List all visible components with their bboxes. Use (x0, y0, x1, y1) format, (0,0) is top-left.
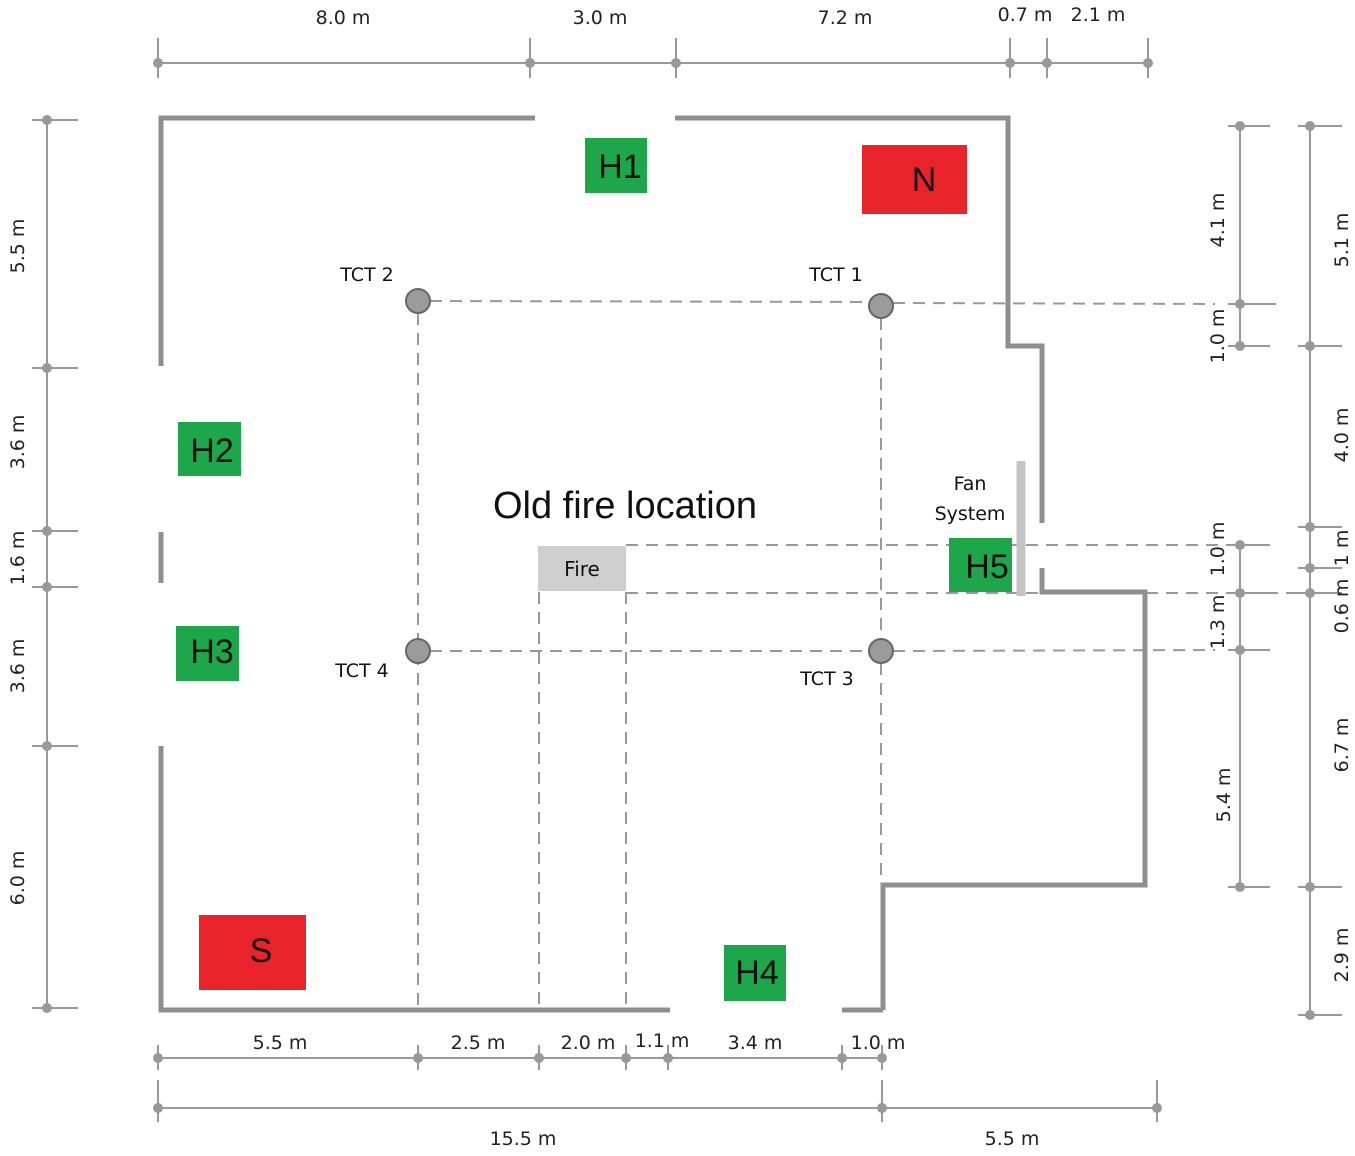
heater-h4 (724, 945, 786, 1001)
heater-h1 (585, 138, 647, 193)
fan-system-label-line1: Fan (954, 473, 987, 495)
dim-bot-1: 5.5 m (253, 1032, 308, 1054)
dim-labels-right-outer: 5.1 m 4.0 m 1 m 0.6 m 6.7 m 2.9 m (1331, 213, 1353, 983)
dim-bot-4: 1.1 m (635, 1030, 690, 1052)
sensor-tct1 (868, 293, 894, 319)
diagram-title: Old fire location (493, 485, 757, 527)
fan-n (862, 145, 967, 214)
dim-bot-3: 2.0 m (561, 1032, 616, 1054)
thermocouple-trees: TCT 1 TCT 2 TCT 3 TCT 4 (334, 264, 894, 690)
sensor-label-tct4: TCT 4 (334, 660, 389, 682)
fan-system-label-line2: System (935, 503, 1006, 525)
sensor-label-tct2: TCT 2 (339, 264, 394, 286)
fire-label: Fire (564, 557, 600, 581)
dimension-lines (32, 38, 1342, 1122)
dim-rout-5: 6.7 m (1331, 718, 1353, 773)
dim-left-5: 6.0 m (7, 851, 29, 906)
sensor-tct3 (868, 638, 894, 664)
dim-top-1: 8.0 m (316, 7, 371, 29)
sensor-tct2 (405, 288, 431, 314)
dim-bot-5: 3.4 m (728, 1032, 783, 1054)
dim-left-4: 3.6 m (7, 639, 29, 694)
fire-source: Fire (538, 546, 626, 591)
fan-s (199, 915, 306, 990)
dim-left-3: 1.6 m (7, 531, 29, 586)
dim-left-1: 5.5 m (7, 219, 29, 274)
sensor-label-tct3: TCT 3 (799, 668, 854, 690)
dim-rin-5: 5.4 m (1213, 768, 1235, 823)
heater-label-h1: H1 (598, 148, 641, 186)
fan-label-s: S (250, 932, 273, 970)
dim-labels-left: 5.5 m 3.6 m 1.6 m 3.6 m 6.0 m (7, 219, 29, 906)
dim-rout-2: 4.0 m (1331, 408, 1353, 463)
heater-label-h5: H5 (965, 548, 1008, 586)
dim-rout-3: 1 m (1331, 530, 1353, 567)
dim-top-3: 7.2 m (818, 7, 873, 29)
dim-rin-2: 1.0 m (1207, 309, 1229, 364)
heater-label-h3: H3 (190, 633, 233, 671)
heater-h3 (176, 626, 239, 681)
dim-rin-1: 4.1 m (1207, 193, 1229, 248)
sensor-label-tct1: TCT 1 (808, 264, 863, 286)
heater-h5 (949, 538, 1012, 592)
dim-bot-total-1: 15.5 m (490, 1128, 557, 1150)
dim-top-4: 0.7 m (998, 4, 1053, 26)
heater-label-h2: H2 (190, 432, 233, 470)
dim-labels-right-inner: 4.1 m 1.0 m 1.0 m 1.3 m 5.4 m (1207, 193, 1235, 823)
dim-labels-bottom: 5.5 m 2.5 m 2.0 m 1.1 m 3.4 m 1.0 m 15.5… (253, 1030, 1040, 1150)
fans: N S (199, 145, 967, 990)
dim-top-5: 2.1 m (1071, 4, 1126, 26)
dashed-guides (417, 300, 1300, 1008)
dim-rin-4: 1.3 m (1207, 595, 1229, 650)
dim-rin-3: 1.0 m (1207, 522, 1229, 577)
dim-rout-1: 5.1 m (1331, 213, 1353, 268)
dim-labels-top: 8.0 m 3.0 m 7.2 m 0.7 m 2.1 m (316, 4, 1126, 29)
dim-bot-total-2: 5.5 m (985, 1128, 1040, 1150)
fan-label-n: N (912, 161, 937, 199)
dim-top-2: 3.0 m (573, 7, 628, 29)
dimension-ticks (42, 58, 1315, 1113)
heaters: H1 H2 H3 H4 H5 (176, 138, 1012, 1001)
dim-left-2: 3.6 m (7, 415, 29, 470)
sensor-tct4 (405, 638, 431, 664)
walls (158, 115, 1148, 1013)
dim-bot-6: 1.0 m (851, 1032, 906, 1054)
heater-h2 (178, 422, 241, 476)
dim-bot-2: 2.5 m (451, 1032, 506, 1054)
dim-rout-6: 2.9 m (1331, 928, 1353, 983)
heater-label-h4: H4 (735, 954, 778, 992)
dim-rout-4: 0.6 m (1331, 579, 1353, 634)
